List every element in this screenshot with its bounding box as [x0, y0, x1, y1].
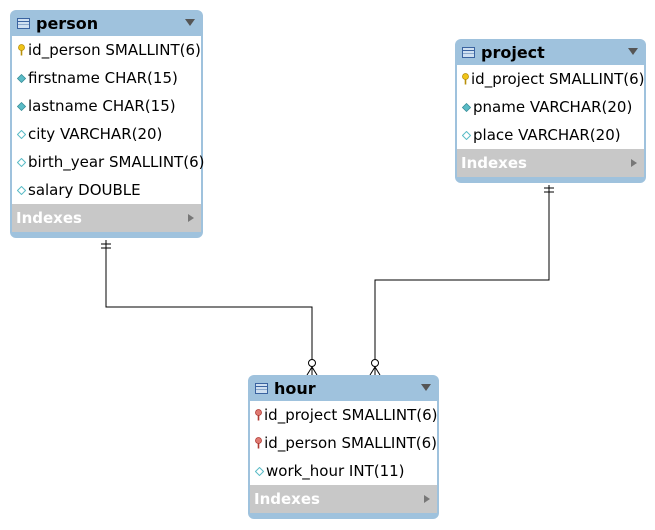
column-row[interactable]: lastname CHAR(15)	[12, 92, 201, 120]
column-row[interactable]: salary DOUBLE	[12, 176, 201, 204]
table-person[interactable]: person id_person SMALLINT(6) firstname CH…	[10, 10, 205, 238]
table-name: project	[481, 42, 545, 62]
table-icon	[255, 382, 268, 394]
primary-key-icon	[462, 73, 469, 85]
indexes-section[interactable]: Indexes	[250, 485, 437, 513]
zero-mark-hour-person	[308, 359, 316, 367]
column-label: pname VARCHAR(20)	[473, 98, 633, 116]
chevron-down-icon[interactable]	[185, 19, 195, 26]
nullable-column-icon	[255, 465, 264, 477]
many-mark-hour-person	[306, 366, 318, 376]
column-label: id_project SMALLINT(6)	[471, 70, 645, 88]
column-label: birth_year SMALLINT(6)	[28, 153, 205, 171]
column-row[interactable]: id_project SMALLINT(6)	[457, 65, 645, 93]
table-icon	[462, 46, 475, 58]
column-row[interactable]: birth_year SMALLINT(6)	[12, 148, 205, 176]
indexes-section[interactable]: Indexes	[12, 204, 201, 232]
column-row[interactable]: pname VARCHAR(20)	[457, 93, 644, 121]
relationship-project-hour	[374, 185, 550, 375]
column-row[interactable]: city VARCHAR(20)	[12, 120, 201, 148]
column-label: id_project SMALLINT(6)	[264, 406, 438, 424]
nullable-column-icon	[17, 184, 26, 196]
indexes-label: Indexes	[461, 154, 527, 172]
indexes-section[interactable]: Indexes	[457, 149, 644, 177]
column-label: city VARCHAR(20)	[28, 125, 163, 143]
column-list: id_project SMALLINT(6) id_person SMALLINT…	[250, 401, 438, 485]
relationship-person-hour	[105, 240, 313, 375]
expand-arrow-icon[interactable]	[188, 214, 194, 222]
chevron-down-icon[interactable]	[628, 48, 638, 55]
expand-arrow-icon[interactable]	[424, 495, 430, 503]
column-label: lastname CHAR(15)	[28, 97, 176, 115]
column-label: firstname CHAR(15)	[28, 69, 178, 87]
column-row[interactable]: id_person SMALLINT(6)	[12, 36, 201, 64]
table-header[interactable]: project	[457, 39, 644, 65]
non-null-column-icon	[462, 101, 471, 113]
primary-key-icon	[17, 44, 26, 56]
table-icon	[17, 17, 30, 29]
column-label: id_person SMALLINT(6)	[28, 41, 201, 59]
column-label: id_person SMALLINT(6)	[264, 434, 437, 452]
column-row[interactable]: firstname CHAR(15)	[12, 64, 201, 92]
table-header[interactable]: hour	[250, 375, 437, 401]
table-name: person	[36, 13, 99, 33]
table-header[interactable]: person	[12, 10, 201, 36]
indexes-label: Indexes	[254, 490, 320, 508]
table-project[interactable]: project id_project SMALLINT(6) pname VARC…	[455, 39, 646, 183]
column-row[interactable]: id_project SMALLINT(6)	[250, 401, 438, 429]
column-list: id_person SMALLINT(6) firstname CHAR(15) l…	[12, 36, 205, 204]
column-label: place VARCHAR(20)	[473, 126, 621, 144]
nullable-column-icon	[17, 128, 26, 140]
chevron-down-icon[interactable]	[421, 384, 431, 391]
column-label: work_hour INT(11)	[266, 462, 405, 480]
column-list: id_project SMALLINT(6) pname VARCHAR(20) p…	[457, 65, 645, 149]
column-row[interactable]: id_person SMALLINT(6)	[250, 429, 437, 457]
table-name: hour	[274, 378, 316, 398]
nullable-column-icon	[462, 129, 471, 141]
indexes-label: Indexes	[16, 209, 82, 227]
column-row[interactable]: place VARCHAR(20)	[457, 121, 644, 149]
foreign-key-icon	[255, 409, 262, 421]
zero-mark-hour-project	[371, 359, 379, 367]
many-mark-hour-project	[369, 366, 381, 376]
column-row[interactable]: work_hour INT(11)	[250, 457, 437, 485]
expand-arrow-icon[interactable]	[631, 159, 637, 167]
table-hour[interactable]: hour id_project SMALLINT(6) id_person SMA…	[248, 375, 439, 519]
non-null-column-icon	[17, 72, 26, 84]
nullable-column-icon	[17, 156, 26, 168]
foreign-key-icon	[255, 437, 262, 449]
non-null-column-icon	[17, 100, 26, 112]
column-label: salary DOUBLE	[28, 181, 141, 199]
